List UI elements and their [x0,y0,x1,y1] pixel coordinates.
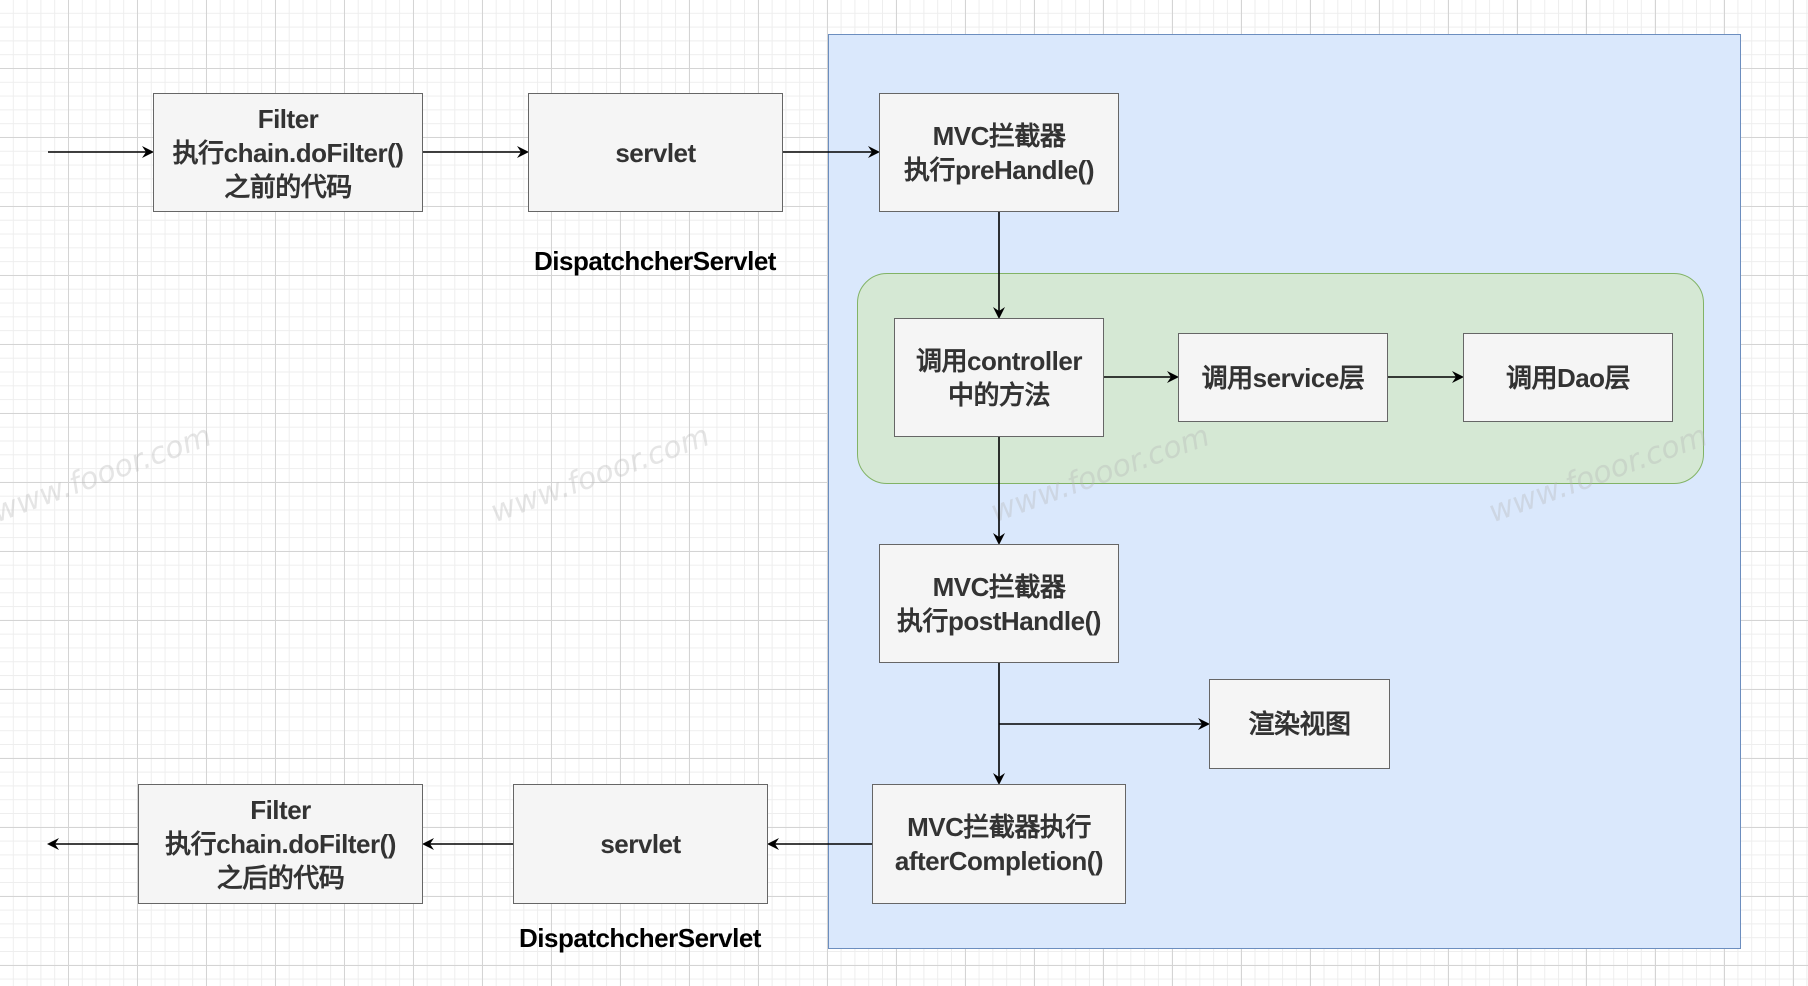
service-node[interactable]: 调用service层 [1178,333,1388,422]
servlet-bottom-node[interactable]: servlet [513,784,768,904]
filter-before-node[interactable]: Filter 执行chain.doFilter() 之前的代码 [153,93,423,212]
watermark: www.fooor.com [486,418,715,530]
dispatcher-servlet-top-label: DispatchcherServlet [534,246,776,276]
render-view-node[interactable]: 渲染视图 [1209,679,1390,769]
mvc-prehandle-node[interactable]: MVC拦截器 执行preHandle() [879,93,1119,212]
dispatcher-servlet-bottom-label: DispatchcherServlet [519,923,761,953]
dao-node[interactable]: 调用Dao层 [1463,333,1673,422]
mvc-posthandle-node[interactable]: MVC拦截器 执行postHandle() [879,544,1119,663]
controller-node[interactable]: 调用controller 中的方法 [894,318,1104,437]
filter-after-node[interactable]: Filter 执行chain.doFilter() 之后的代码 [138,784,423,904]
servlet-top-node[interactable]: servlet [528,93,783,212]
mvc-aftercompletion-node[interactable]: MVC拦截器执行 afterCompletion() [872,784,1126,904]
watermark: www.fooor.com [0,418,217,530]
